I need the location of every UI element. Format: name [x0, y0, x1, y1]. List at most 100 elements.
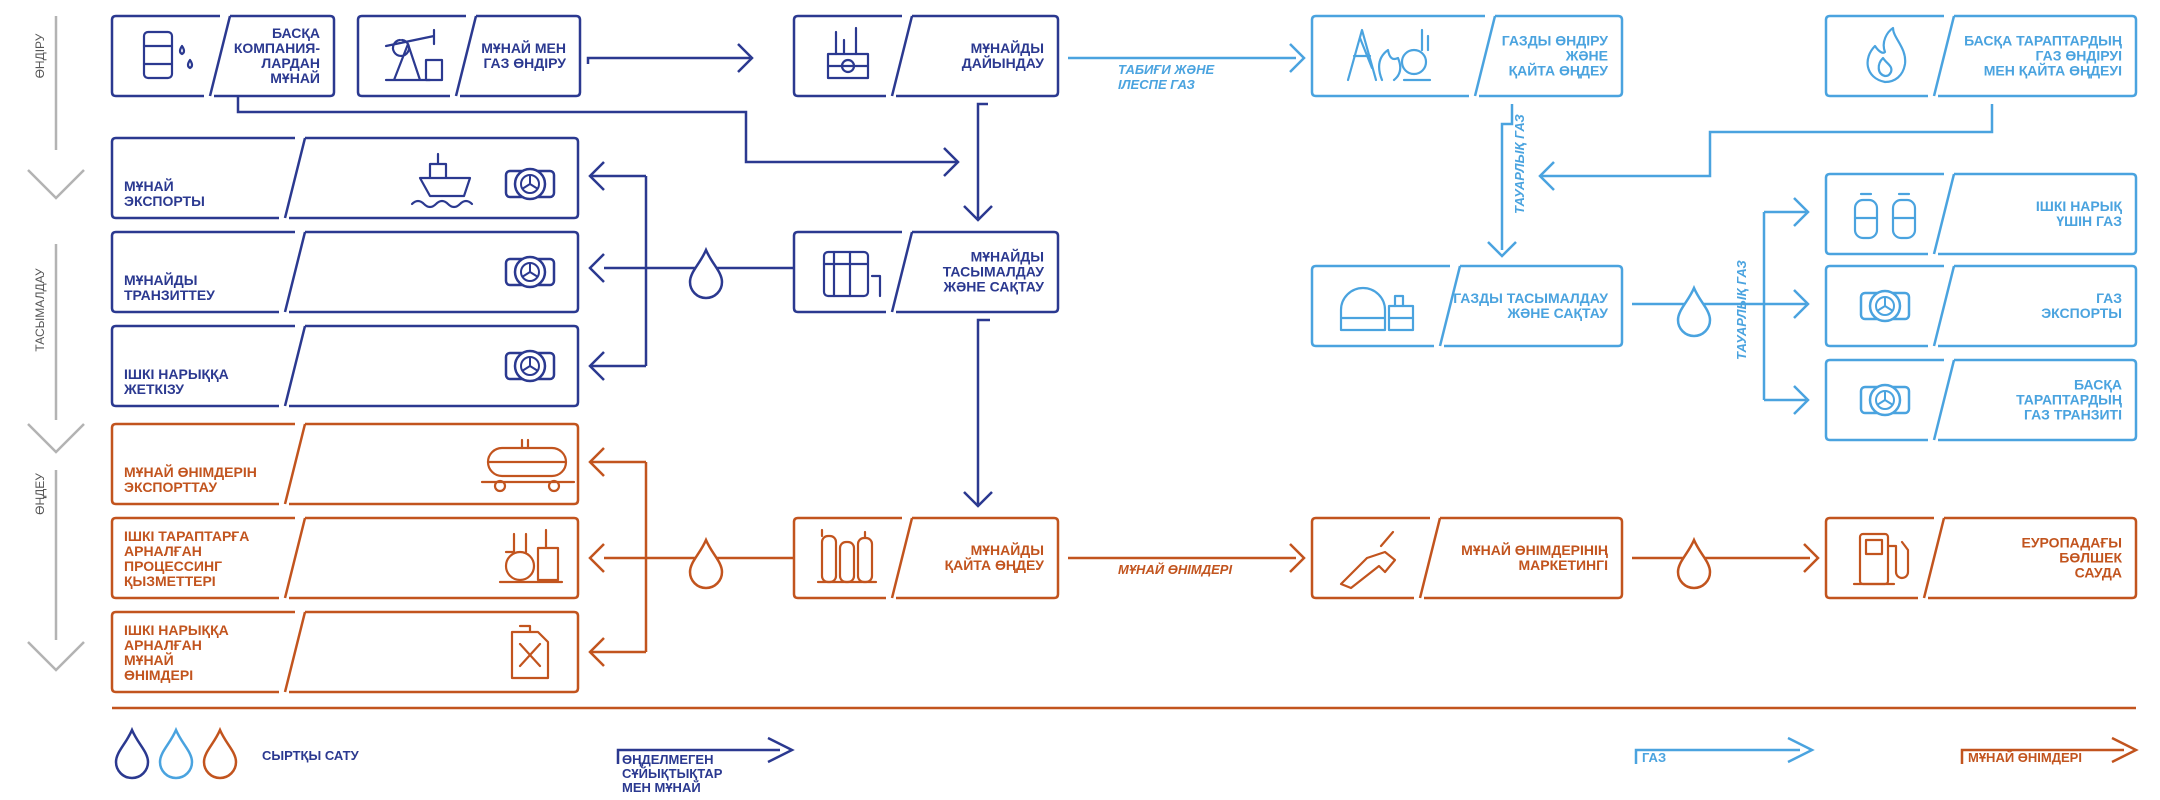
box-label-line: ЖЕТКІЗУ [123, 381, 184, 397]
box-right-frame [214, 14, 336, 98]
box-divider [454, 15, 478, 97]
box-processing-services: ІШКІ ТАРАПТАРҒААРНАЛҒАНПРОЦЕССИНГҚЫЗМЕТТ… [110, 516, 580, 600]
arrow-to-preparation [737, 43, 754, 73]
valve-icon [504, 255, 556, 289]
box-divider [1418, 517, 1442, 599]
box-label-line: ҚАЙТА ӨҢДЕУ [1509, 62, 1609, 79]
flame-icon [1866, 26, 1907, 84]
box-label-line: ЛАРДАН [261, 55, 320, 71]
legend-crude-label: СҰЙЫҚТЫҚТАР [622, 766, 723, 781]
box-divider [1932, 15, 1956, 97]
fuel-nozzle-icon [1339, 530, 1397, 590]
gas-rig-plant-icon [1346, 28, 1432, 82]
box-label-line: МҰНАЙДЫ [971, 39, 1044, 56]
box-label-line: АРНАЛҒАН [124, 543, 202, 559]
box-divider [1932, 265, 1956, 347]
box-label-line: ҚЫЗМЕТТЕРІ [124, 573, 216, 589]
box-left-frame [1824, 516, 1934, 600]
barrel-drops-icon [142, 30, 194, 80]
arrow-to-export [588, 161, 605, 191]
refinery-unit-icon [826, 26, 870, 80]
box-divider [890, 15, 914, 97]
box-divider [208, 15, 232, 97]
stage-label: ӨНДІРУ [33, 33, 47, 78]
arrow-to-transport [963, 205, 993, 222]
box-right-frame [1938, 172, 2138, 256]
box-label-line: МҰНАЙДЫ [971, 541, 1044, 558]
box-divider [1922, 517, 1946, 599]
marketing-drop-icon [1676, 536, 1712, 590]
box-label-line: МЕН ҚАЙТА ӨҢДЕУІ [1984, 62, 2122, 79]
box-label-line: МҰНАЙДЫ [971, 248, 1044, 265]
box-right-frame [1938, 358, 2138, 442]
pump-jack-icon [384, 28, 444, 82]
box-label-line: ЖӘНЕ САҚТАУ [1506, 305, 1608, 321]
connector-transport-to-refining [976, 318, 990, 504]
arrow-to-gas-processing [1289, 43, 1306, 73]
box-right-frame [896, 230, 1060, 314]
box-label-line: ЭКСПОРТЫ [2041, 305, 2122, 321]
products-legend-drop-icon [202, 726, 238, 780]
arrow-to-services [588, 543, 605, 573]
box-label-line: МҰНАЙ [270, 69, 320, 86]
box-left-frame [1824, 172, 1944, 256]
box-divider [1438, 265, 1462, 347]
flow-connectors [112, 43, 2136, 710]
box-label-line: ДАЙЫНДАУ [962, 54, 1045, 71]
commodity-gas-label: ТАУАРЛЫҚ ГАЗ [1512, 114, 1527, 214]
legend-products-label: МҰНАЙ ӨНІМДЕРІ [1968, 750, 2082, 765]
box-divider [890, 517, 914, 599]
natural-gas-label: ТАБИҒИ ЖӘНЕ [1118, 62, 1214, 77]
connector-preparation-to-transport [976, 102, 988, 218]
gas-legend-drop-icon [158, 726, 194, 780]
arrow-to-gas-storage [1487, 241, 1517, 258]
valve-icon [504, 349, 556, 383]
legend-crude-label: МЕН МҰНАЙ [622, 780, 701, 795]
stage-label: ТАСЫМАЛДАУ [33, 268, 47, 352]
arrow-to-domestic [588, 351, 605, 381]
tanker-ship-valve-icon [410, 152, 556, 209]
legend-external-sales: СЫРТҚЫ САТУ [262, 748, 360, 763]
box-divider [283, 423, 307, 505]
box-left-frame [110, 422, 295, 506]
box-label-line: ҮШІН ГАЗ [2056, 213, 2122, 229]
connector-production-to-preparation [586, 56, 750, 64]
box-left-frame [110, 516, 295, 600]
box-left-frame [110, 610, 295, 694]
box-left-frame [1824, 358, 1944, 442]
gas-drop-icon [1676, 284, 1712, 338]
box-label-line: ЕУРОПАДАҒЫ [2021, 535, 2122, 551]
box-divider [890, 231, 914, 313]
box-right-frame [896, 14, 1060, 98]
box-label-line: АРНАЛҒАН [124, 637, 202, 653]
box-label-line: САУДА [2075, 565, 2122, 581]
box-label-line: ЭКСПОРТЫ [124, 193, 205, 209]
legend-gas-arrow [1634, 736, 1815, 764]
box-right-frame [1938, 14, 2138, 98]
arrow-to-transit [588, 253, 605, 283]
arrow-to-domestic-products [588, 637, 605, 667]
arrow-to-domestic-gas [1793, 197, 1810, 227]
refinery-columns-icon [816, 528, 878, 584]
box-left-frame [792, 230, 902, 314]
box-right-frame [289, 610, 580, 694]
box-label-line: ГАЗДЫ ӨНДІРУ [1502, 33, 1609, 49]
rail-tank-car-icon [480, 438, 576, 493]
box-label-line: ГАЗ [2096, 290, 2122, 306]
arrow-other-oil [943, 147, 960, 177]
box-left-frame [1824, 264, 1944, 348]
processing-plant-icon [498, 528, 564, 584]
box-label-line: МҰНАЙ [124, 177, 174, 194]
box-left-frame [792, 14, 902, 98]
box-label-line: БАСҚА [2074, 377, 2122, 393]
